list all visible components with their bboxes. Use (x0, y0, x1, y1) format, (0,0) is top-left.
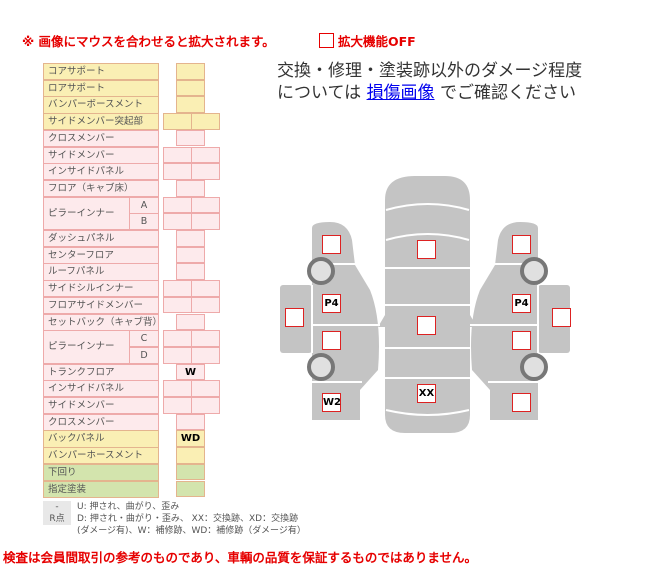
mark-right-rear[interactable] (512, 393, 531, 412)
inspection-cell (163, 163, 192, 180)
row-label: サイドメンバー (43, 397, 159, 415)
inspection-cell (163, 113, 192, 130)
row-label: サイドメンバー (43, 146, 159, 164)
inspection-cell (176, 313, 205, 331)
mark-left-rear-door[interactable] (322, 331, 341, 350)
legend: -U: 押され、曲がり、歪み R点 D: 押され・曲がり・歪み、 XX：交換跡、X… (43, 501, 306, 537)
row-sub-label: B (129, 213, 159, 231)
row-sub-label: A (129, 196, 159, 214)
inspection-cell (163, 380, 192, 397)
wheel-icon (307, 353, 335, 381)
mark-left-rear[interactable]: W2 (322, 393, 341, 412)
mark-right-mirror[interactable] (552, 308, 571, 327)
mark-left-mirror[interactable] (285, 308, 304, 327)
inspection-cell (191, 163, 220, 180)
inspection-cell (176, 129, 205, 147)
row-label: セットバック（キャブ背） (43, 313, 162, 331)
legend-text: (ダメージ有)、W：補修跡、WD：補修跡（ダメージ有） (77, 526, 306, 536)
inspection-cell (163, 330, 192, 347)
damage-info: 交換・修理・塗装跡以外のダメージ程度 については 損傷画像 でご確認ください (277, 60, 582, 104)
row-label: トランクフロア (43, 363, 159, 381)
inspection-cell (163, 213, 192, 230)
wheel-icon (307, 257, 335, 285)
legend-key: - (43, 501, 71, 513)
inspection-cell (163, 146, 192, 164)
info-line2-post: でご確認ください (434, 83, 576, 103)
row-label: センターフロア (43, 246, 159, 264)
inspection-cell (176, 96, 205, 114)
inspection-cell (176, 179, 205, 197)
mark-roof[interactable] (417, 316, 436, 335)
row-label: バックパネル (43, 430, 159, 448)
legend-text: U: 押され、曲がり、歪み (77, 502, 180, 512)
inspection-cell (176, 263, 205, 281)
car-body-shapes (280, 176, 570, 433)
inspection-cell (163, 397, 192, 414)
inspection-cell (191, 296, 220, 314)
inspection-cell (163, 346, 192, 364)
row-label: バンパーボースメント (43, 96, 159, 114)
disclaimer: 検査は会員間取引の参考のものであり、車輌の品質を保証するものではありません。 (3, 550, 478, 565)
inspection-cell (176, 230, 205, 247)
wheel-icon (520, 257, 548, 285)
inspection-cell (176, 63, 205, 80)
row-label: バンパーホースメント (43, 447, 159, 465)
damage-image-link[interactable]: 損傷画像 (366, 83, 435, 103)
info-line2-pre: については (277, 83, 367, 103)
row-sub-label: C (129, 330, 159, 348)
row-label: ルーフパネル (43, 263, 159, 281)
legend-text: D: 押され・曲がり・歪み、 XX：交換跡、XD：交換跡 (77, 514, 299, 524)
mark-right-rear-door[interactable] (512, 331, 531, 350)
zoom-notice: ※ 画像にマウスを合わせると拡大されます。 (22, 34, 275, 49)
inspection-cell (191, 380, 220, 397)
mark-trunk[interactable]: XX (417, 384, 436, 403)
inspection-cell (191, 113, 220, 130)
zoom-toggle[interactable]: 拡大機能OFF (319, 31, 416, 50)
inspection-cell (176, 480, 205, 498)
legend-key: R点 (43, 513, 71, 525)
inspection-cell (191, 213, 220, 230)
mark-left-front[interactable] (322, 235, 341, 254)
inspection-cell (163, 196, 192, 214)
mark-right-front[interactable] (512, 235, 531, 254)
row-sub-label: D (129, 346, 159, 365)
row-label: サイドシルインナー (43, 280, 159, 298)
inspection-cell (176, 463, 205, 481)
row-label: サイドメンバー突起部 (43, 113, 159, 131)
row-label: フロアサイドメンバー (43, 296, 159, 314)
zoom-toggle-label: 拡大機能OFF (338, 34, 416, 49)
wheel-icon (520, 353, 548, 381)
inspection-cell (191, 330, 220, 347)
info-line1: 交換・修理・塗装跡以外のダメージ程度 (277, 61, 583, 81)
mark-right-front-door[interactable]: P4 (512, 294, 531, 313)
inspection-cell: WD (176, 430, 205, 448)
inspection-cell (176, 447, 205, 464)
row-label: インサイドパネル (43, 380, 159, 398)
inspection-cell (191, 397, 220, 414)
inspection-cell (163, 296, 192, 314)
row-label: ダッシュパネル (43, 230, 159, 248)
row-label: フロア（キャブ床） (43, 179, 159, 198)
row-label: クロスメンバー (43, 129, 159, 147)
inspection-cell: W (176, 363, 205, 381)
row-label: 下回り (43, 463, 159, 481)
inspection-cell (176, 79, 205, 97)
inspection-cell (163, 280, 192, 297)
inspection-cell (191, 196, 220, 214)
row-label: インサイドパネル (43, 163, 159, 181)
row-label: コアサポート (43, 63, 159, 81)
inspection-cell (176, 246, 205, 264)
mark-left-front-door[interactable]: P4 (322, 294, 341, 313)
inspection-cell (191, 346, 220, 364)
car-diagram: P4 W2 XX P4 (270, 170, 580, 440)
inspection-cell (191, 280, 220, 297)
row-label: ロアサポート (43, 79, 159, 97)
mark-hood[interactable] (417, 240, 436, 259)
inspection-cell (191, 146, 220, 164)
zoom-toggle-checkbox[interactable] (319, 33, 334, 48)
row-label: 指定塗装 (43, 480, 159, 498)
row-label: クロスメンバー (43, 413, 159, 431)
inspection-cell (176, 413, 205, 431)
